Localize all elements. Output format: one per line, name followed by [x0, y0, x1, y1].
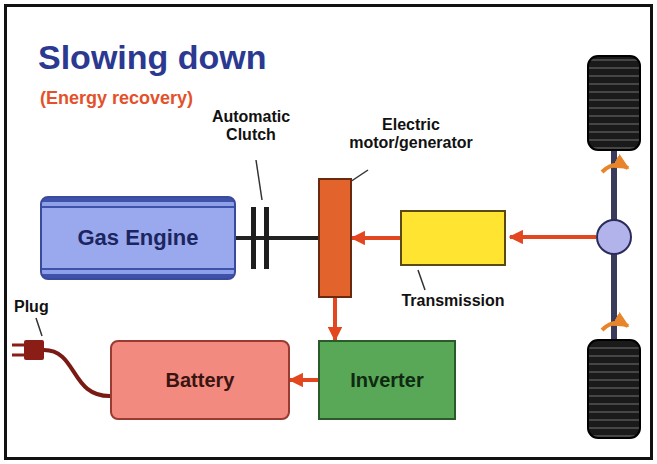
node-heading: Transmission [378, 292, 528, 310]
differential-hub [597, 220, 631, 254]
node-heading: Electric motor/generator [336, 116, 486, 153]
drive-shaft [236, 236, 318, 240]
node-label: Battery [166, 369, 235, 392]
drive-arrow [510, 235, 596, 239]
leader-line [350, 170, 368, 182]
part-label: Automatic Clutch [196, 108, 306, 145]
diagram-title: Slowing down [38, 38, 267, 77]
wheel [588, 56, 640, 150]
part-label: Plug [14, 298, 49, 316]
energy-arrow [333, 298, 337, 340]
energy-arrow [290, 378, 318, 382]
node-label: Gas Engine [77, 225, 198, 250]
engine-box: Gas Engine [40, 196, 236, 280]
leader-line [36, 318, 42, 336]
node-label: Inverter [350, 369, 423, 392]
rotation-arrow [602, 165, 628, 172]
power-cord [44, 350, 112, 396]
energy-arrow [352, 236, 400, 240]
part-label: (Energy recovery) [40, 88, 193, 109]
plug-prong [12, 354, 24, 357]
wheel [588, 340, 640, 438]
clutch-plate [251, 207, 256, 269]
leader-line [256, 160, 262, 200]
clutch-plate [264, 207, 269, 269]
transmission-box: Transmission [400, 210, 506, 266]
battery-box: Battery [110, 340, 290, 420]
leader-line [418, 270, 425, 290]
rotation-arrow [602, 323, 628, 330]
motor-generator-box: Electric motor/generator [318, 178, 352, 298]
inverter-box: Inverter [318, 340, 456, 420]
plug-body [24, 340, 44, 360]
plug-prong [12, 344, 24, 347]
